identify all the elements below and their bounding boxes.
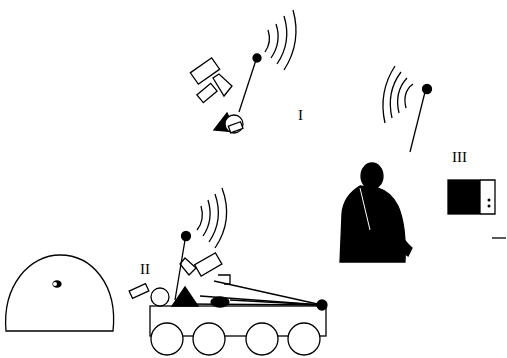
relay-antenna xyxy=(383,66,432,152)
callout-number: I xyxy=(298,108,303,123)
base-station xyxy=(448,180,506,238)
person xyxy=(340,163,412,262)
rover xyxy=(129,188,327,355)
callout-number: III xyxy=(452,150,467,165)
dome xyxy=(6,255,114,331)
callout-number: II xyxy=(140,262,150,277)
satellite xyxy=(190,10,296,133)
